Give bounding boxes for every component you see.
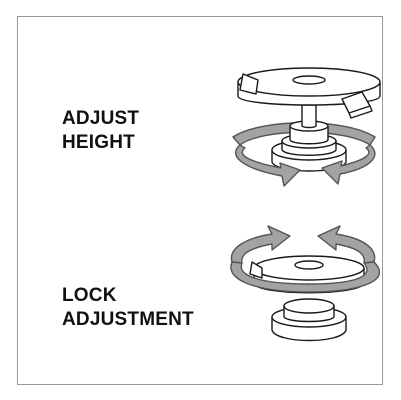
adjust-height-label: ADJUST HEIGHT	[62, 107, 139, 155]
leveling-foot-base-bottom	[271, 298, 347, 342]
adjust-height-label-line2: HEIGHT	[62, 132, 135, 153]
rotation-ring-back-top	[232, 122, 376, 146]
rotation-arrow-left-bottom	[230, 225, 291, 264]
rotation-arrow-left-top	[234, 144, 301, 187]
rotation-arrow-right-top	[321, 144, 376, 185]
leveling-foot-base-top	[271, 120, 347, 172]
lock-lever-top	[341, 91, 373, 119]
lock-adjustment-label: LOCK ADJUSTMENT	[62, 284, 194, 332]
lock-adjustment-label-line1: LOCK	[62, 285, 117, 306]
lock-nut-top	[237, 67, 381, 106]
rotation-ring-front-bottom	[230, 261, 381, 293]
lock-adjustment-illustration	[230, 225, 381, 342]
lock-adjustment-label-line2: ADJUSTMENT	[62, 309, 194, 330]
threaded-stem-top	[301, 104, 317, 129]
adjust-height-label-line1: ADJUST	[62, 108, 140, 129]
rotation-arrow-right-bottom	[317, 225, 376, 264]
adjust-height-illustration	[232, 67, 381, 187]
